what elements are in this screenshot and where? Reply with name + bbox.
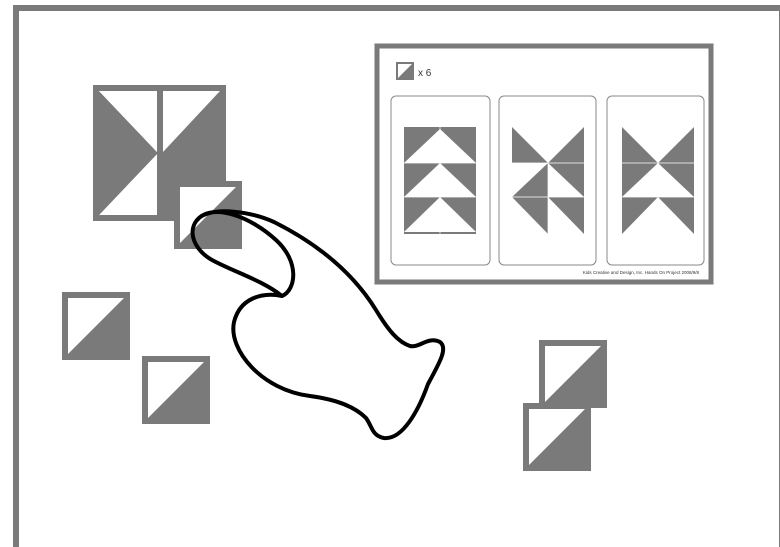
loose-tile-3[interactable] — [539, 340, 607, 408]
pattern-option-3[interactable] — [607, 96, 704, 265]
pattern-option-2[interactable] — [499, 96, 596, 265]
loose-tile-2[interactable] — [142, 356, 210, 424]
count-label: x 6 — [418, 68, 432, 79]
loose-tile-4[interactable] — [523, 403, 591, 471]
tile-icon — [396, 62, 414, 80]
loose-tile-1[interactable] — [62, 292, 130, 360]
pattern-card: x 6 — [377, 46, 711, 282]
credit-line: Kids Creative and Design, Inc. Hands On … — [583, 270, 700, 275]
pattern-option-1[interactable] — [391, 96, 490, 265]
